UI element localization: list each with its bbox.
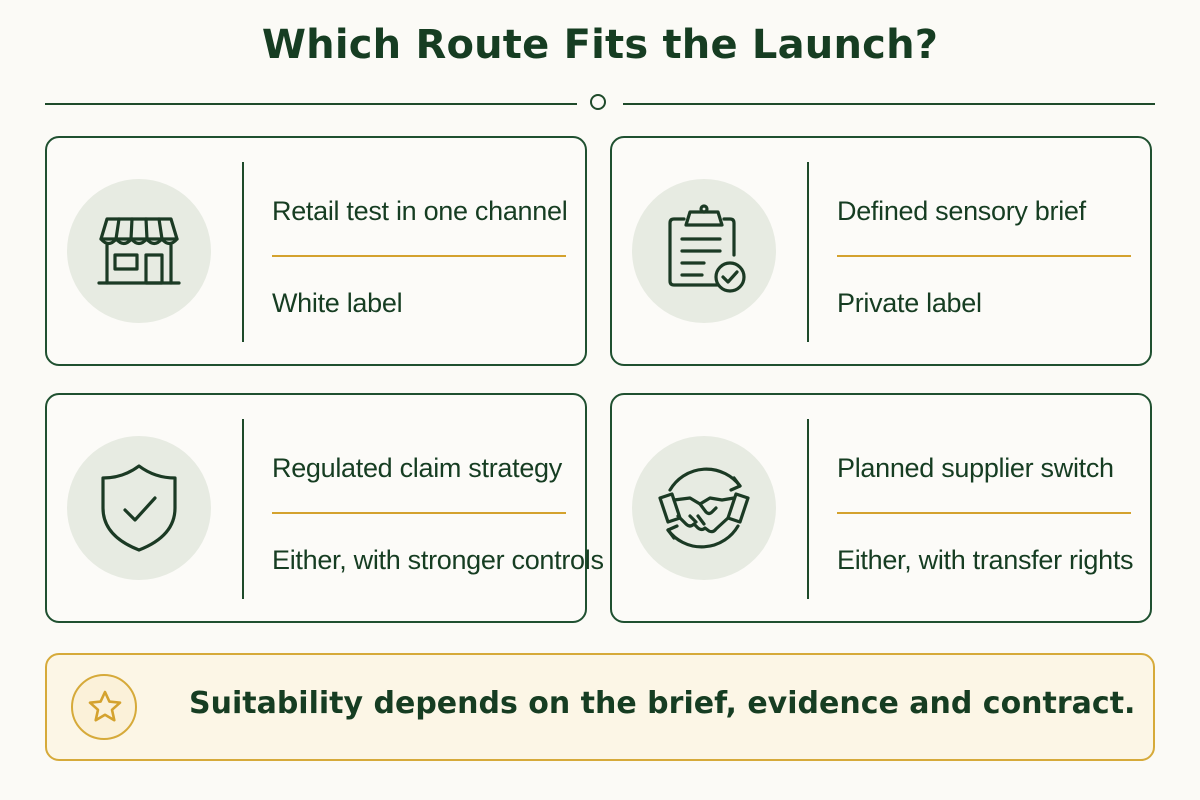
- suitability-banner: Suitability depends on the brief, eviden…: [45, 653, 1155, 761]
- route-text: White label: [272, 288, 403, 318]
- handshake-cycle-icon: [658, 467, 750, 549]
- gold-rule: [837, 512, 1131, 514]
- icon-badge: [632, 179, 776, 323]
- scenario-text: Planned supplier switch: [837, 453, 1114, 483]
- gold-rule: [272, 512, 566, 514]
- scenario-text: Defined sensory brief: [837, 196, 1086, 226]
- card-divider: [807, 419, 809, 599]
- title-divider-left: [45, 103, 577, 105]
- divider-ornament: [590, 94, 606, 110]
- gold-rule: [272, 255, 566, 257]
- shield-check-icon: [101, 464, 177, 552]
- route-text: Either, with stronger controls: [272, 545, 604, 575]
- star-icon: [88, 690, 122, 722]
- card-divider: [807, 162, 809, 342]
- route-card-supplier-switch: Planned supplier switch Either, with tra…: [610, 393, 1152, 623]
- card-divider: [242, 162, 244, 342]
- route-card-sensory-brief: Defined sensory brief Private label: [610, 136, 1152, 366]
- storefront-icon: [97, 217, 181, 285]
- gold-rule: [837, 255, 1131, 257]
- page-title: Which Route Fits the Launch?: [261, 22, 939, 68]
- title-divider-right: [623, 103, 1155, 105]
- star-badge: [71, 674, 137, 740]
- scenario-text: Retail test in one channel: [272, 196, 568, 226]
- card-divider: [242, 419, 244, 599]
- icon-badge: [67, 179, 211, 323]
- route-text: Either, with transfer rights: [837, 545, 1134, 575]
- icon-badge: [67, 436, 211, 580]
- route-text: Private label: [837, 288, 982, 318]
- route-card-retail-test: Retail test in one channel White label: [45, 136, 587, 366]
- route-card-regulated-claim: Regulated claim strategy Either, with st…: [45, 393, 604, 623]
- icon-badge: [632, 436, 776, 580]
- clipboard-check-icon: [668, 204, 746, 293]
- suitability-note: Suitability depends on the brief, eviden…: [189, 686, 1136, 721]
- scenario-text: Regulated claim strategy: [272, 453, 562, 483]
